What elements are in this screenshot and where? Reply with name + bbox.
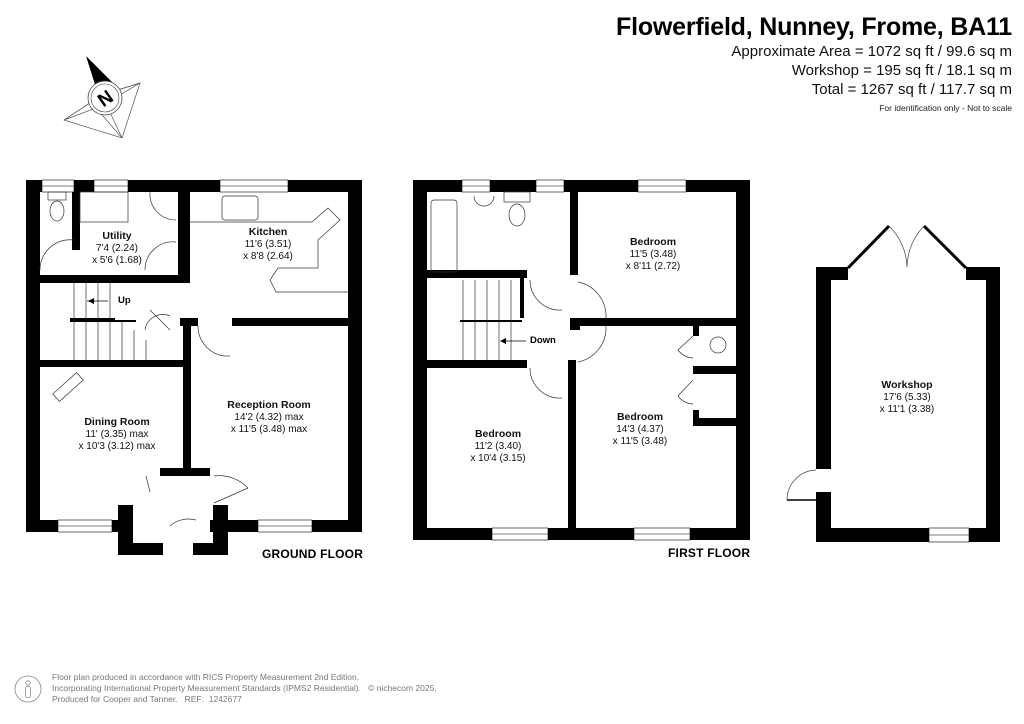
person-info-icon [14, 675, 42, 702]
footer-line-3: Produced for Cooper and Tanner. REF: 124… [52, 694, 242, 704]
room-label-bedroom-3: Bedroom 14'3 (4.37) x 11'5 (3.48) [612, 411, 668, 447]
room-label-dining-room: Dining Room 11' (3.35) max x 10'3 (3.12)… [78, 416, 156, 452]
room-label-reception-room: Reception Room 14'2 (4.32) max x 11'5 (3… [227, 399, 311, 435]
property-title: Flowerfield, Nunney, Frome, BA11 [616, 13, 1012, 41]
north-arrow-compass-icon: N [63, 56, 141, 139]
stairs-up-label: Up [118, 295, 131, 306]
footer-line-2: Incorporating International Property Mea… [52, 683, 437, 693]
plan-footer: Floor plan produced in accordance with R… [14, 672, 437, 705]
approximate-area: Approximate Area = 1072 sq ft / 99.6 sq … [731, 43, 1012, 60]
plan-header: Flowerfield, Nunney, Frome, BA11 Approxi… [616, 12, 1012, 113]
footer-line-1: Floor plan produced in accordance with R… [52, 672, 360, 682]
workshop-area: Workshop = 195 sq ft / 18.1 sq m [791, 62, 1012, 79]
room-label-kitchen: Kitchen 11'6 (3.51) x 8'8 (2.64) [243, 226, 293, 262]
scale-disclaimer: For identification only - Not to scale [879, 103, 1012, 113]
room-label-workshop: Workshop 17'6 (5.33) x 11'1 (3.38) [879, 379, 935, 415]
stairs-down-label: Down [530, 335, 556, 346]
room-label-bedroom-2: Bedroom 11'2 (3.40) x 10'4 (3.15) [470, 428, 526, 464]
first-floor-label: FIRST FLOOR [668, 546, 751, 560]
ground-floor-label: GROUND FLOOR [262, 547, 364, 561]
room-label-bedroom-1: Bedroom 11'5 (3.48) x 8'11 (2.72) [625, 236, 681, 272]
room-label-utility: Utility 7'4 (2.24) x 5'6 (1.68) [92, 230, 142, 266]
total-area: Total = 1267 sq ft / 117.7 sq m [811, 81, 1012, 98]
